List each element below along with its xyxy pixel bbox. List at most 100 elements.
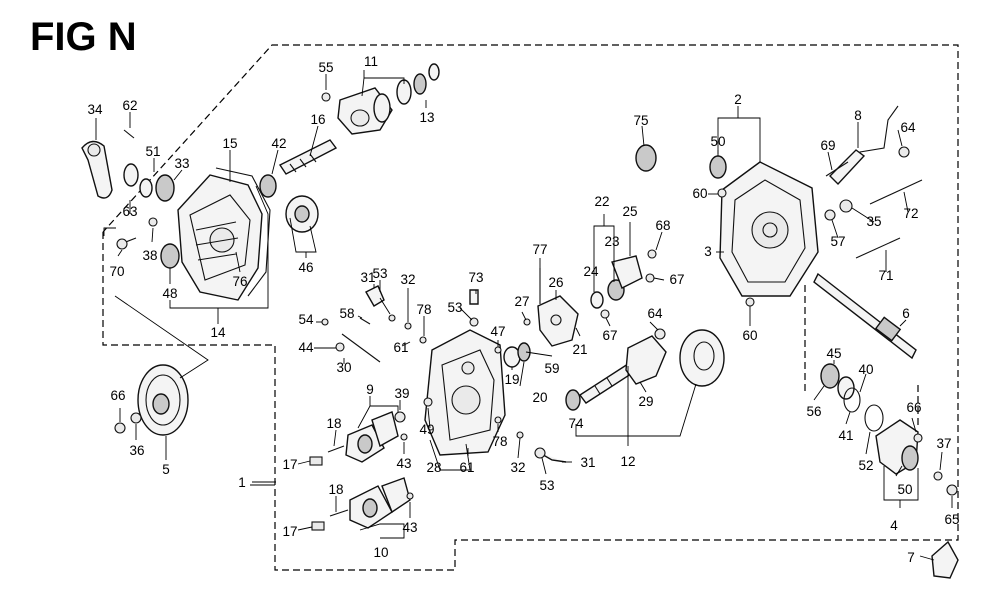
callout-40: 40: [858, 362, 873, 377]
callout-18-upper: 18: [326, 416, 341, 431]
callout-35: 35: [866, 214, 881, 229]
callout-15: 15: [222, 136, 237, 151]
callout-46: 46: [298, 260, 313, 275]
callout-57: 57: [830, 234, 845, 249]
callout-70: 70: [109, 264, 124, 279]
part-41-o-ring: [843, 387, 861, 413]
callout-4: 4: [890, 518, 898, 533]
callout-74: 74: [568, 416, 584, 431]
part-30-shaft: [341, 333, 381, 363]
inner-frame-right: [804, 285, 919, 425]
callout-64-right: 64: [900, 120, 916, 135]
part-69-spring: [825, 161, 849, 177]
callout-51: 51: [145, 144, 160, 159]
part-67-screw-a: [645, 273, 655, 283]
callout-68: 68: [655, 218, 670, 233]
callout-32-upper: 32: [400, 272, 415, 287]
part-37-washer: [933, 471, 943, 481]
part-49-dowel: [423, 397, 433, 407]
part-52-gasket: [864, 404, 884, 432]
part-59-seal: [517, 342, 531, 362]
callout-3: 3: [704, 244, 712, 259]
part-10-plate-lower: [381, 477, 411, 514]
part-56-bearing: [820, 363, 840, 389]
callout-66-right: 66: [906, 400, 921, 415]
part-62-pin: [123, 129, 135, 139]
part-67-screw-b: [600, 309, 610, 319]
part-66-nut: [114, 422, 126, 434]
callout-28: 28: [426, 460, 441, 475]
part-70-bolt-head: [116, 238, 128, 250]
callout-14: 14: [210, 325, 226, 340]
callout-61-lower: 61: [459, 460, 474, 475]
callout-33: 33: [174, 156, 189, 171]
callout-24: 24: [583, 264, 599, 279]
part-5-pulley: [137, 364, 189, 436]
part-64-bolt-right: [898, 146, 910, 158]
part-55-clip: [321, 92, 331, 102]
part-16-gear-shaft: [278, 139, 338, 175]
part-9-clutch-drum-upper: [345, 424, 385, 463]
callout-78-lower: 78: [492, 434, 507, 449]
callout-53-lower: 53: [539, 478, 554, 493]
part-29-gear-plate: [625, 335, 667, 385]
part-10-clutch-drum-lower: [349, 485, 393, 529]
part-73-bolt: [469, 289, 479, 305]
part-7-end-cover: [931, 540, 959, 579]
callout-39: 39: [394, 386, 409, 401]
callout-31-lower: 31: [580, 455, 595, 470]
part-31-bolt-upper: [365, 285, 396, 322]
callout-47: 47: [490, 324, 505, 339]
callout-22: 22: [594, 194, 609, 209]
callout-34: 34: [87, 102, 103, 117]
callout-32-lower: 32: [510, 460, 525, 475]
callout-71: 71: [878, 268, 893, 283]
part-33-bearing: [155, 174, 175, 202]
callout-21: 21: [572, 342, 587, 357]
callout-17-lower: 17: [282, 524, 297, 539]
part-60-pin-lower: [745, 297, 755, 307]
callout-27: 27: [514, 294, 529, 309]
part-27-ball: [523, 318, 531, 326]
part-78-detent: [419, 336, 427, 344]
part-71-bolt: [855, 237, 901, 259]
callout-58: 58: [339, 306, 354, 321]
callout-20: 20: [532, 390, 547, 405]
callout-66-left: 66: [110, 388, 125, 403]
callout-52: 52: [858, 458, 873, 473]
callout-63: 63: [122, 204, 137, 219]
part-57-washer: [824, 209, 836, 221]
part-50-bearing-upper: [709, 155, 727, 179]
callout-72: 72: [903, 206, 918, 221]
callout-2: 2: [734, 92, 742, 107]
callout-50-upper: 50: [710, 134, 725, 149]
part-58-pin: [359, 317, 371, 325]
part-68-screw: [647, 249, 657, 259]
part-43-pin-lower: [406, 492, 414, 500]
callout-56: 56: [806, 404, 821, 419]
callout-67-right: 67: [669, 272, 684, 287]
part-31-bolt-lower: [534, 447, 567, 463]
callout-49: 49: [419, 422, 434, 437]
callout-55: 55: [318, 60, 333, 75]
part-9-plate-upper: [371, 411, 399, 448]
part-74-bearing: [565, 389, 581, 411]
part-63-washer: [139, 178, 153, 198]
callout-61-upper: 61: [393, 340, 408, 355]
part-64-bolt-center: [654, 328, 666, 340]
callout-11: 11: [364, 54, 378, 69]
part-6-drive-axle: [813, 272, 917, 360]
callout-6: 6: [902, 306, 910, 321]
callout-23: 23: [604, 234, 619, 249]
part-17-plunger-upper: [309, 456, 323, 466]
callout-67-lower: 67: [602, 328, 617, 343]
callout-12: 12: [620, 454, 635, 469]
part-36-washer: [130, 412, 142, 424]
part-15-left-cover-housing: [177, 174, 263, 301]
callout-31-upper: 31: [360, 270, 375, 285]
part-32-pin-lower: [516, 431, 524, 439]
part-23-bearing: [607, 279, 625, 301]
callout-labels: 34 62 51 33 15 63 70 38 48 14 76 42 16 4…: [87, 54, 959, 565]
callout-36: 36: [129, 443, 144, 458]
